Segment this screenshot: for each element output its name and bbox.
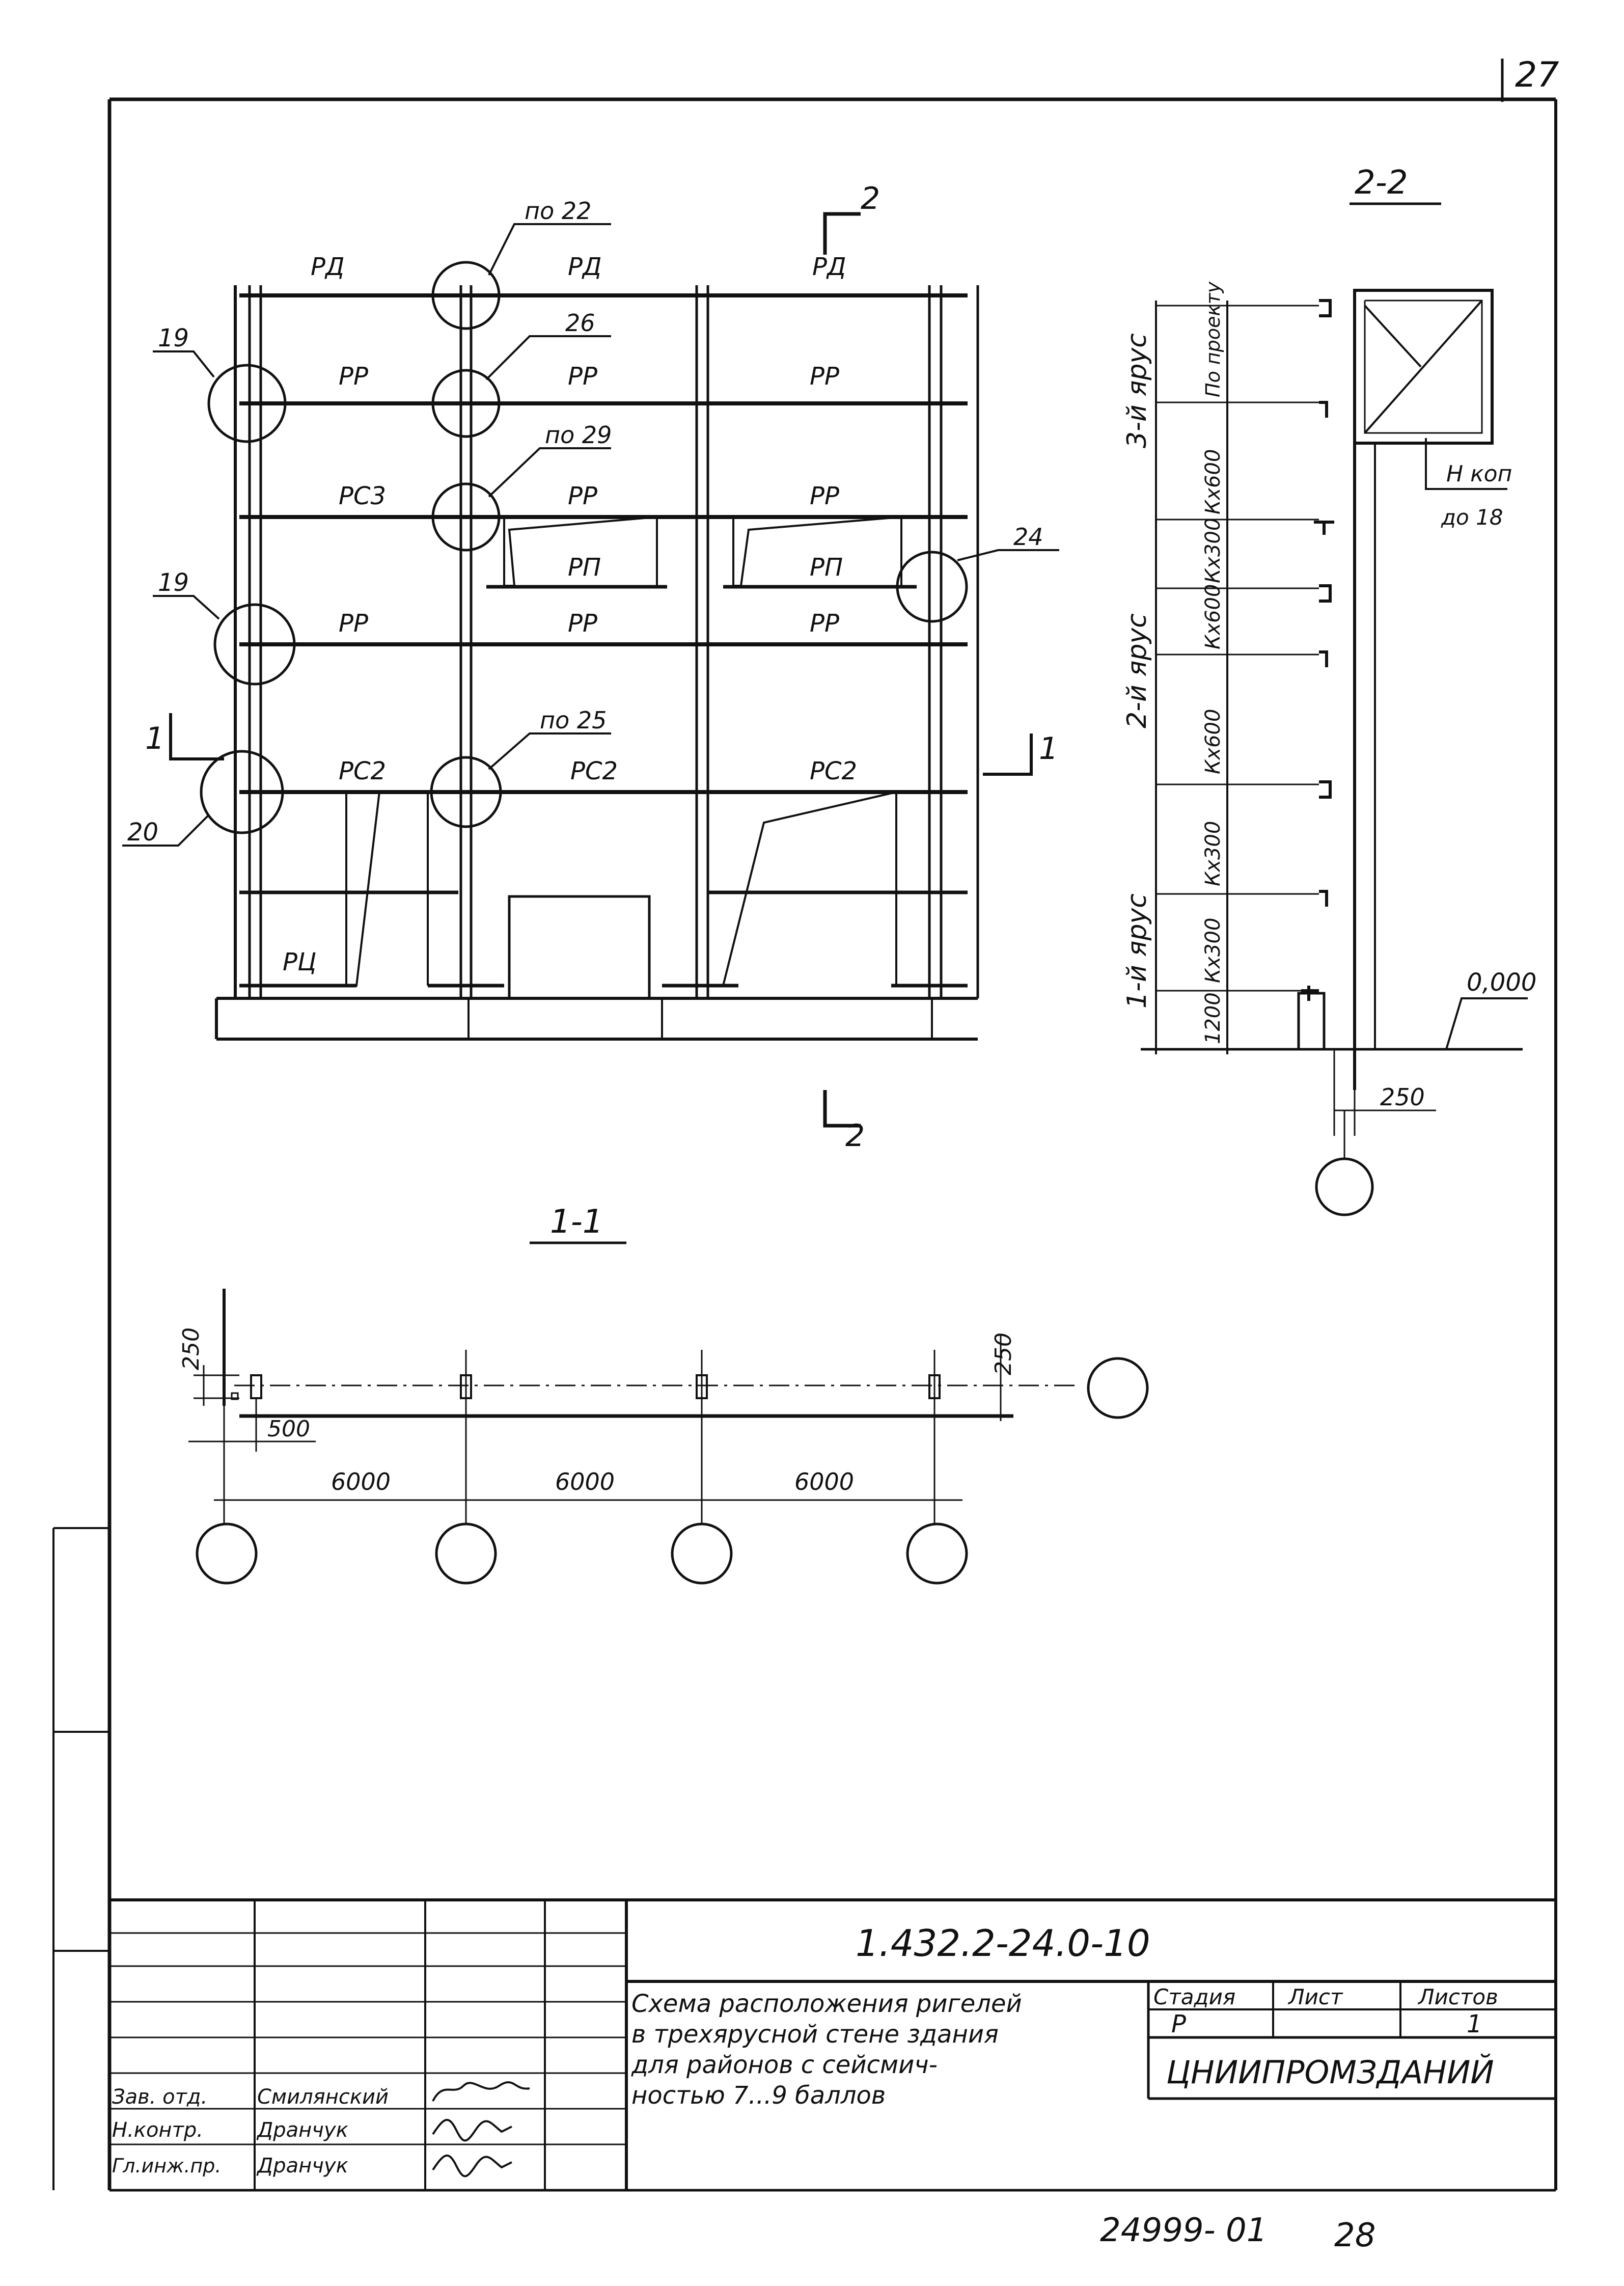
callout-label-25: по 25 xyxy=(540,706,607,734)
beam-label-rts: РЦ xyxy=(283,948,316,976)
dim-250-left: 250 xyxy=(178,1327,204,1370)
dim-kx300-b: Кх300 xyxy=(1201,821,1225,886)
section-2-2: 2-2 1-й ярус 2-й ярус 3-й ярус 1200 Кх30… xyxy=(1122,164,1536,1216)
section-2-2-title: 2-2 xyxy=(1355,164,1408,202)
dim-1200: 1200 xyxy=(1201,992,1225,1044)
description-line-4: ностью 7...9 баллов xyxy=(631,2081,886,2110)
h-sub-label: до 18 xyxy=(1441,505,1503,530)
section-1-1: 1-1 250 250 500 6000 6000 6000 xyxy=(178,1203,1149,1585)
handwritten-signatures xyxy=(432,2081,530,2178)
beam-label-rr-4: РР xyxy=(568,482,597,510)
dim-6000-b: 6000 xyxy=(555,1468,615,1495)
description-line-2: в трехярусной стене здания xyxy=(631,2020,999,2049)
beam-label-rr-3: РР xyxy=(810,362,839,391)
dim-kx600-c: Кх600 xyxy=(1201,449,1225,514)
cut-1-left-label: 1 xyxy=(145,721,164,756)
description-line-1: Схема расположения ригелей xyxy=(631,1990,1022,2018)
signature-role-2: Н.контр. xyxy=(112,2118,203,2142)
sheet-frame xyxy=(52,59,1557,2192)
sheet-header: Лист xyxy=(1287,1984,1343,2009)
callout-label-24: 24 xyxy=(1013,523,1043,551)
foundation xyxy=(215,997,978,1041)
beam-label-rd-2: РД xyxy=(568,253,601,281)
page-number: 27 xyxy=(1515,55,1559,95)
beam-label-rr-5: РР xyxy=(810,482,839,510)
dim-kx300-a: Кх300 xyxy=(1201,918,1225,983)
callout-label-26: 26 xyxy=(565,309,595,337)
sheets-header: Листов xyxy=(1417,1984,1498,2009)
beam-label-rr-1: РР xyxy=(339,362,368,391)
signature-name-3: Дранчук xyxy=(256,2154,348,2178)
signature-role-3: Гл.инж.пр. xyxy=(112,2155,221,2177)
beam-brackets xyxy=(1297,299,1334,1051)
dim-6000-a: 6000 xyxy=(331,1468,391,1495)
signature-role-1: Зав. отд. xyxy=(112,2085,207,2109)
beam-label-rr-2: РР xyxy=(568,362,597,391)
beam-label-rs2-1: РС2 xyxy=(339,757,386,785)
callout-label-29: по 29 xyxy=(545,421,612,449)
cut-markers xyxy=(169,212,1033,1128)
offset-250-label: 250 xyxy=(1380,1083,1425,1111)
description-line-3: для районов с сейсмич- xyxy=(631,2051,938,2079)
wall-openings xyxy=(345,515,902,1000)
beam-label-rr-6: РР xyxy=(339,609,368,638)
beam-label-rs3: РС3 xyxy=(339,482,386,510)
beam-label-rp-2: РП xyxy=(810,553,843,582)
section-1-1-title: 1-1 xyxy=(550,1203,603,1241)
signature-name-1: Смилянский xyxy=(257,2085,389,2109)
h-label: Н коп xyxy=(1446,461,1512,487)
beams xyxy=(239,293,968,988)
dim-kx600-b: Кх600 xyxy=(1201,584,1225,649)
dim-by-project: По проекту xyxy=(1202,281,1224,397)
cut-1-right-label: 1 xyxy=(1039,731,1058,767)
tier-label-1: 1-й ярус xyxy=(1122,893,1152,1009)
beam-label-rs2-2: РС2 xyxy=(570,757,618,785)
archive-page: 28 xyxy=(1334,2217,1375,2254)
callout-label-19-bottom: 19 xyxy=(158,568,189,597)
dim-250-right: 250 xyxy=(990,1332,1016,1375)
beam-label-rs2-3: РС2 xyxy=(810,757,857,785)
drawing-code: 1.432.2-24.0-10 xyxy=(856,1922,1150,1965)
signature-name-2: Дранчук xyxy=(256,2118,348,2142)
wall-elevation: РД РД РД РР РР РР РС3 РР РР РП РП РР РР … xyxy=(122,181,1059,1154)
level-label: 0,000 xyxy=(1467,968,1536,997)
leader-lines xyxy=(122,223,1059,847)
beam-label-rd-3: РД xyxy=(812,253,846,281)
sheets-total-value: 1 xyxy=(1467,2010,1482,2038)
callout-label-20: 20 xyxy=(127,818,158,847)
dim-kx600-a: Кх600 xyxy=(1201,709,1225,774)
callout-label-19-top: 19 xyxy=(158,324,189,352)
stage-value: Р xyxy=(1171,2010,1186,2038)
callout-circles xyxy=(200,261,968,834)
stage-header: Стадия xyxy=(1153,1984,1235,2009)
beam-label-rr-8: РР xyxy=(810,609,839,638)
cut-2-bottom-label: 2 xyxy=(845,1118,865,1154)
beam-label-rp-1: РП xyxy=(568,553,601,582)
dim-kx300-c: Кх300 xyxy=(1201,518,1225,583)
dim-6000-c: 6000 xyxy=(794,1468,854,1495)
beam-label-rr-7: РР xyxy=(568,609,597,638)
title-block xyxy=(109,1898,1556,2190)
callout-label-22: по 22 xyxy=(525,197,591,225)
tier-label-3: 3-й ярус xyxy=(1122,333,1152,448)
beam-label-rd-1: РД xyxy=(311,253,344,281)
tier-label-2: 2-й ярус xyxy=(1122,613,1152,728)
dimension-ticks xyxy=(1156,305,1319,992)
dim-500: 500 xyxy=(267,1416,310,1442)
organization-name: ЦНИИПРОМЗДАНИЙ xyxy=(1166,2053,1494,2091)
archive-number: 24999- 01 xyxy=(1100,2212,1267,2249)
cut-2-top-label: 2 xyxy=(861,181,880,216)
